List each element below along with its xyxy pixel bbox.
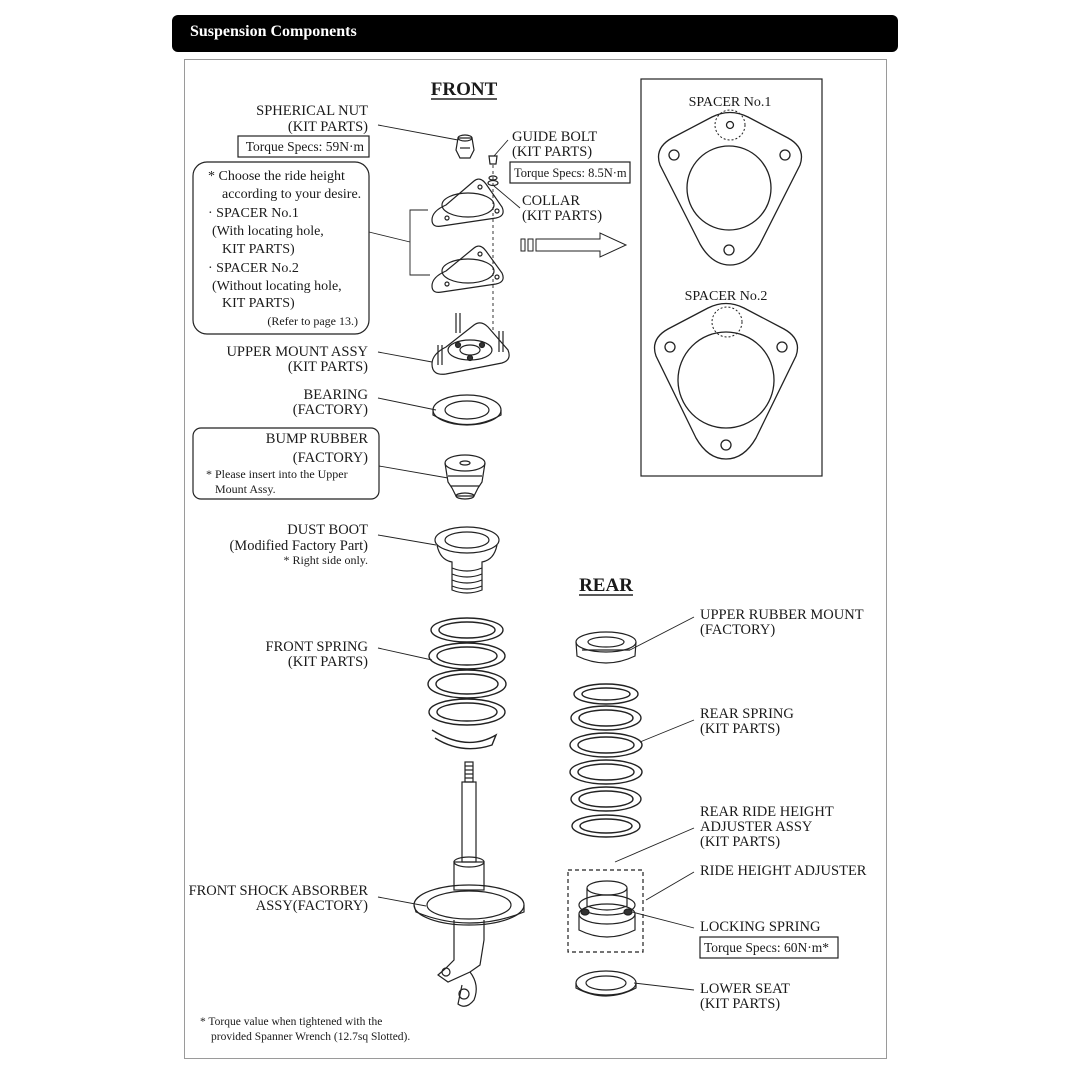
guide-bolt-torque: Torque Specs: 8.5N·m	[514, 166, 627, 180]
rear-spring-label: REAR SPRING	[700, 706, 794, 722]
guide-bolt-torque-box	[509, 161, 631, 184]
upper-mount-source: (KIT PARTS)	[288, 359, 368, 375]
spacer-no1-label: SPACER No.1	[689, 95, 772, 110]
leader-line	[493, 139, 509, 157]
bump-rubber-label: BUMP RUBBER	[266, 431, 369, 447]
dust-boot-label: DUST BOOT	[287, 522, 368, 538]
front-spring-source: (KIT PARTS)	[288, 654, 368, 670]
spacer-note-ref: (Refer to page 13.)	[267, 314, 358, 328]
spherical-nut-torque: Torque Specs: 59N·m	[246, 139, 365, 154]
bearing-source: (FACTORY)	[293, 402, 368, 418]
bump-rubber-note: Mount Assy.	[215, 482, 276, 496]
dust-boot-part	[434, 526, 500, 594]
upper-rubber-mount-label: UPPER RUBBER MOUNT	[700, 607, 864, 623]
guide-bolt-source: (KIT PARTS)	[512, 144, 592, 160]
locking-spring-label: LOCKING SPRING	[700, 919, 821, 935]
leader-line	[377, 351, 433, 363]
guide-bolt-label: GUIDE BOLT	[512, 129, 597, 145]
front-heading: FRONT	[431, 79, 498, 100]
footnote-line: * Torque value when tightened with the	[200, 1016, 382, 1028]
collar-source: (KIT PARTS)	[522, 208, 602, 224]
leader-line	[368, 231, 411, 243]
guide-bolt-part	[487, 155, 499, 187]
leader-line	[639, 719, 695, 743]
leader-line	[378, 465, 449, 479]
ride-height-adjuster-dashed-box	[567, 869, 644, 953]
leader-line	[377, 534, 437, 546]
spacer-no2-label: SPACER No.2	[685, 289, 768, 304]
spacer-note-line: · SPACER No.2	[208, 261, 299, 276]
front-spacer-1-part	[431, 178, 504, 227]
bump-rubber-source: (FACTORY)	[293, 450, 368, 466]
leader-line	[633, 982, 695, 991]
bump-rubber-note: * Please insert into the Upper	[206, 467, 348, 481]
spherical-nut-label: SPHERICAL NUT	[256, 103, 368, 119]
bump-rubber-note-box	[192, 427, 380, 500]
front-shock-source: ASSY(FACTORY)	[256, 898, 368, 914]
leader-line	[614, 827, 695, 863]
spacer-note-line: * Choose the ride height	[208, 169, 345, 184]
page-title: Suspension Components	[190, 23, 357, 40]
collar-label: COLLAR	[522, 193, 580, 209]
spacer-note-box	[192, 161, 370, 335]
leader-line	[631, 911, 695, 929]
rear-ride-height-adjuster-assy-source: (KIT PARTS)	[700, 834, 780, 850]
leader-line	[377, 896, 427, 907]
leader-line	[645, 871, 695, 901]
spherical-nut-part	[455, 134, 475, 159]
lower-seat-source: (KIT PARTS)	[700, 996, 780, 1012]
locking-spring-torque: Torque Specs: 60N·m*	[704, 940, 829, 955]
rear-heading: REAR	[579, 575, 633, 596]
spacer-note-line: (Without locating hole,	[212, 279, 342, 294]
spacer-note-line: KIT PARTS)	[222, 296, 295, 311]
upper-mount-label: UPPER MOUNT ASSY	[226, 344, 368, 360]
leader-line	[377, 647, 433, 661]
upper-rubber-mount-source: (FACTORY)	[700, 622, 775, 638]
front-shock-label: FRONT SHOCK ABSORBER	[189, 883, 369, 899]
front-shock-absorber-part	[413, 761, 525, 1007]
detail-arrow-icon	[520, 232, 628, 258]
ride-height-adjuster-label: RIDE HEIGHT ADJUSTER	[700, 863, 867, 879]
front-spring-label: FRONT SPRING	[266, 639, 369, 655]
dust-boot-note: * Right side only.	[283, 553, 368, 567]
front-spacer-2-part	[431, 245, 504, 293]
diagram-frame	[184, 59, 887, 1059]
upper-rubber-mount-part	[575, 631, 637, 664]
rear-ride-height-adjuster-assy-label: ADJUSTER ASSY	[700, 819, 813, 835]
spacer-note-line: KIT PARTS)	[222, 242, 295, 257]
spherical-nut-source: (KIT PARTS)	[288, 119, 368, 135]
bearing-part	[432, 394, 502, 426]
leader-line	[377, 124, 459, 141]
leader-line	[493, 185, 521, 209]
spacer-note-line: · SPACER No.1	[208, 206, 299, 221]
lower-seat-label: LOWER SEAT	[700, 981, 790, 997]
spacer-note-line: according to your desire.	[222, 187, 361, 202]
front-spring-part	[427, 617, 507, 750]
locking-spring-torque-box	[699, 936, 839, 959]
spacer-note-line: (With locating hole,	[212, 224, 324, 239]
footnote-line: provided Spanner Wrench (12.7sq Slotted)…	[211, 1031, 410, 1043]
spacer-detail-panel	[640, 78, 823, 477]
header-bar: Suspension Components	[172, 15, 898, 52]
dust-boot-source: (Modified Factory Part)	[229, 538, 368, 554]
lower-seat-part	[575, 970, 637, 997]
rear-spring-source: (KIT PARTS)	[700, 721, 780, 737]
upper-mount-assy-part	[431, 313, 510, 375]
rear-spring-part	[569, 683, 643, 838]
spacer-no1-detail	[657, 109, 803, 266]
spherical-nut-torque-box	[237, 135, 370, 158]
rear-ride-height-adjuster-assy-label: REAR RIDE HEIGHT	[700, 804, 834, 820]
bearing-label: BEARING	[304, 387, 369, 403]
bump-rubber-part	[444, 454, 486, 500]
spacer-bracket	[409, 209, 430, 276]
ride-height-adjuster-part	[578, 880, 636, 938]
leader-line	[629, 616, 695, 651]
leader-line	[377, 397, 437, 411]
spacer-no2-detail	[653, 302, 799, 460]
